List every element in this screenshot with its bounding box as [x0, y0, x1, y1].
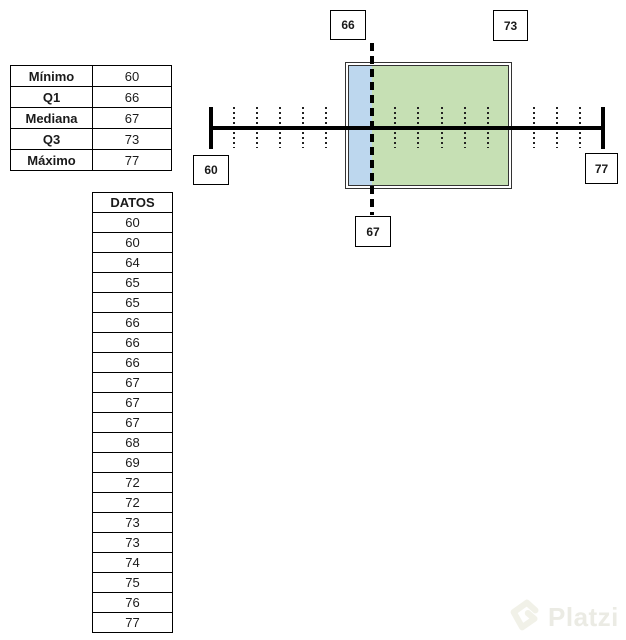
table-row: 68 [92, 432, 173, 453]
table-row: 67 [92, 412, 173, 433]
table-row: 65 [92, 272, 173, 293]
table-row: 69 [92, 452, 173, 473]
summary-value-q1: 66 [92, 86, 172, 108]
datos-cell: 75 [92, 572, 173, 593]
label-box-max: 77 [585, 153, 618, 184]
datos-cell: 67 [92, 392, 173, 413]
datos-cell: 66 [92, 352, 173, 373]
summary-label-maximo: Máximo [10, 149, 93, 171]
label-box-median: 67 [355, 216, 391, 247]
summary-label-mediana: Mediana [10, 107, 93, 129]
table-row: 76 [92, 592, 173, 613]
label-box-q1: 66 [330, 10, 366, 40]
datos-header: DATOS [92, 192, 173, 213]
datos-cell: 68 [92, 432, 173, 453]
table-row: Q1 66 [10, 86, 172, 108]
datos-cell: 64 [92, 252, 173, 273]
datos-cell: 69 [92, 452, 173, 473]
table-row: 67 [92, 372, 173, 393]
table-row: Mediana 67 [10, 107, 172, 129]
table-row: 74 [92, 552, 173, 573]
table-row: 60 [92, 212, 173, 233]
datos-cell: 74 [92, 552, 173, 573]
datos-cell: 66 [92, 332, 173, 353]
table-row: 67 [92, 392, 173, 413]
platzi-logo-icon [508, 597, 542, 638]
datos-cell: 67 [92, 372, 173, 393]
table-row: 64 [92, 252, 173, 273]
summary-table: Mínimo 60 Q1 66 Mediana 67 Q3 73 Máximo … [10, 65, 172, 171]
datos-cell: 67 [92, 412, 173, 433]
table-row: 60 [92, 232, 173, 253]
datos-cell: 73 [92, 512, 173, 533]
summary-value-maximo: 77 [92, 149, 172, 171]
table-row: DATOS [92, 192, 173, 213]
table-row: Máximo 77 [10, 149, 172, 171]
box-q1-median-segment [349, 66, 372, 185]
table-row: 66 [92, 352, 173, 373]
platzi-wordmark: Platzi [548, 601, 619, 632]
summary-label-minimo: Mínimo [10, 65, 93, 87]
datos-cell: 76 [92, 592, 173, 613]
table-row: 72 [92, 472, 173, 493]
table-row: 75 [92, 572, 173, 593]
datos-cell: 65 [92, 272, 173, 293]
platzi-watermark: Platzi [508, 598, 619, 636]
median-dashed-line [370, 43, 374, 215]
datos-cell: 73 [92, 532, 173, 553]
table-row: 72 [92, 492, 173, 513]
datos-cell: 60 [92, 232, 173, 253]
whisker-endcap-max [601, 107, 605, 149]
datos-cell: 72 [92, 492, 173, 513]
datos-table: DATOS 60 60 64 65 65 66 66 66 67 67 67 6… [92, 192, 173, 633]
datos-cell: 66 [92, 312, 173, 333]
datos-cell: 77 [92, 612, 173, 633]
table-row: 73 [92, 512, 173, 533]
label-box-q3: 73 [493, 10, 528, 41]
table-row: Q3 73 [10, 128, 172, 150]
summary-value-mediana: 67 [92, 107, 172, 129]
table-row: 66 [92, 332, 173, 353]
summary-value-q3: 73 [92, 128, 172, 150]
datos-cell: 60 [92, 212, 173, 233]
summary-label-q1: Q1 [10, 86, 93, 108]
summary-value-minimo: 60 [92, 65, 172, 87]
datos-cell: 72 [92, 472, 173, 493]
whisker-endcap-min [209, 107, 213, 149]
table-row: 66 [92, 312, 173, 333]
table-row: Mínimo 60 [10, 65, 172, 87]
table-row: 65 [92, 292, 173, 313]
axis-line [211, 126, 603, 130]
datos-cell: 65 [92, 292, 173, 313]
label-box-min: 60 [193, 155, 229, 185]
summary-label-q3: Q3 [10, 128, 93, 150]
table-row: 73 [92, 532, 173, 553]
table-row: 77 [92, 612, 173, 633]
